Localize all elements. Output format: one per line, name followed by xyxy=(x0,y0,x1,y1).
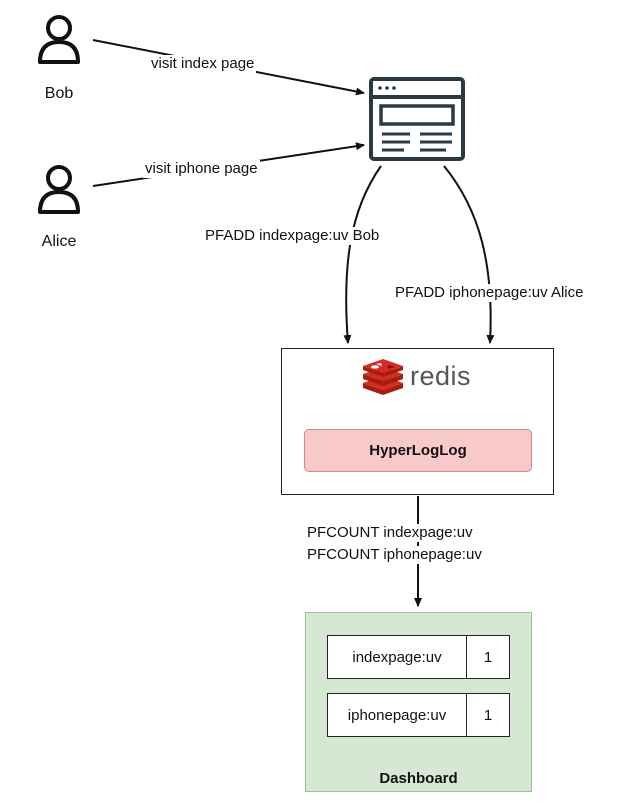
edge-label-visit-iphone: visit iphone page xyxy=(143,160,260,178)
edge-label-visit-index: visit index page xyxy=(149,55,257,73)
dashboard-row-key: iphonepage:uv xyxy=(328,694,467,736)
user-name-bob: Bob xyxy=(44,85,74,102)
user-icon-bob xyxy=(38,15,80,64)
edge-label-pfadd-bob: PFADD indexpage:uv Bob xyxy=(203,227,382,245)
redis-brand-text: redis xyxy=(410,361,472,391)
edge-pfadd-alice xyxy=(443,165,495,344)
dashboard-row: indexpage:uv 1 xyxy=(327,635,510,679)
dashboard-row: iphonepage:uv 1 xyxy=(327,693,510,737)
edge-label-pfadd-alice: PFADD iphonepage:uv Alice xyxy=(393,284,586,302)
dashboard-row-key: indexpage:uv xyxy=(328,636,467,678)
redis-logo-icon xyxy=(363,359,403,395)
dashboard-row-value: 1 xyxy=(483,648,493,666)
dashboard-row-value: 1 xyxy=(483,706,493,724)
user-icon-alice xyxy=(38,165,80,214)
dashboard-title: Dashboard xyxy=(379,770,458,787)
edge-label-pfcount-2: PFCOUNT iphonepage:uv xyxy=(305,546,484,564)
hyperloglog-box: HyperLogLog xyxy=(304,429,532,472)
edge-label-pfcount-1: PFCOUNT indexpage:uv xyxy=(305,524,475,542)
edge-pfadd-bob xyxy=(343,165,382,344)
web-page-icon xyxy=(369,77,465,161)
user-name-alice: Alice xyxy=(41,233,77,250)
